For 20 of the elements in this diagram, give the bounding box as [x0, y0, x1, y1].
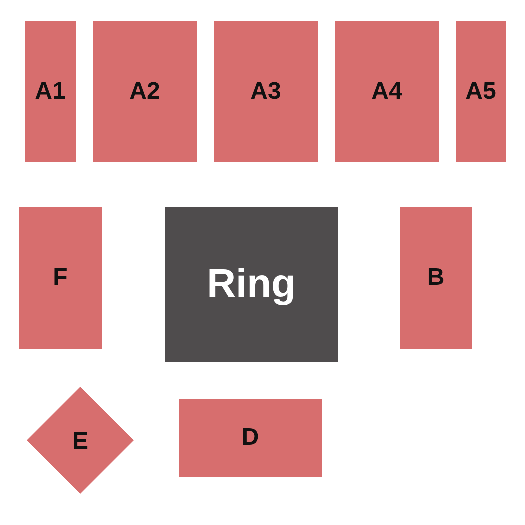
seating-section — [25, 21, 76, 162]
seating-section — [400, 207, 472, 349]
seating-section — [335, 21, 439, 162]
section-label: A2 — [130, 78, 160, 106]
seating-section — [179, 399, 322, 477]
section-label: B — [427, 264, 445, 292]
section-label: A5 — [466, 78, 496, 106]
seating-section — [93, 21, 197, 162]
section-label: D — [242, 424, 260, 452]
ring-area — [165, 207, 338, 362]
seating-section — [456, 21, 506, 162]
section-label: A1 — [35, 78, 66, 106]
seating-section — [214, 21, 318, 162]
section-label: E — [72, 428, 88, 456]
seating-section-diamond — [27, 387, 134, 494]
section-label: F — [53, 264, 68, 292]
section-label: A4 — [372, 78, 402, 106]
seating-section — [19, 207, 102, 349]
section-label: A3 — [250, 78, 282, 106]
ring-label: Ring — [207, 262, 296, 307]
